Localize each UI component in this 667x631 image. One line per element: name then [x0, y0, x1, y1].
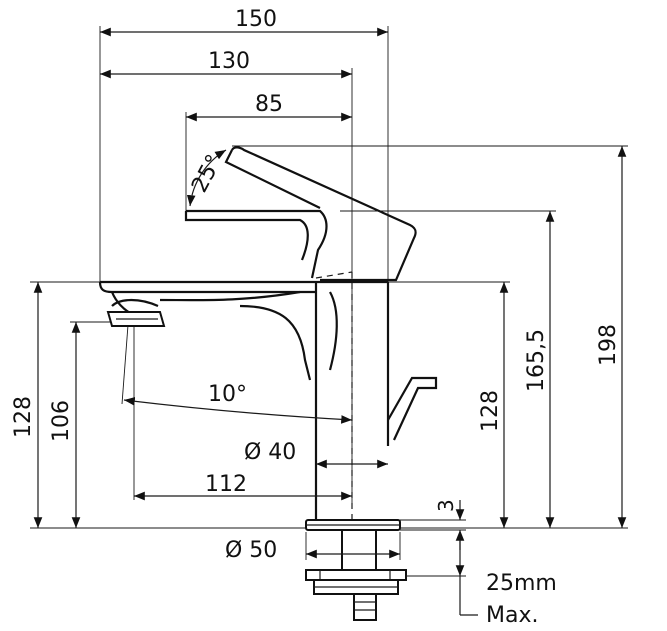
label-diameter-body: Ø 40: [244, 440, 296, 465]
dimension-lines: [33, 27, 627, 616]
label-overall-width: 150: [235, 7, 277, 32]
extension-lines: [30, 26, 628, 529]
label-spout-projection: 112: [205, 472, 247, 497]
label-height-center: 128: [478, 390, 503, 432]
label-counter-max-line2: Max.: [486, 603, 538, 628]
label-base-diameter: Ø 50: [225, 538, 277, 563]
label-spout-height: 106: [49, 400, 74, 442]
label-handle-height: 165,5: [524, 329, 549, 392]
label-gasket-thickness: 3: [434, 499, 458, 512]
label-height-left: 128: [11, 396, 36, 438]
label-handle-length: 85: [255, 92, 283, 117]
faucet-body: [98, 146, 438, 621]
label-spout-reach: 130: [208, 49, 250, 74]
label-spout-angle: 10°: [208, 382, 247, 407]
dimension-labels: 150 130 85 25° 10° Ø 40 112 Ø 50 128 106…: [11, 7, 621, 628]
label-counter-max-line1: 25mm: [486, 571, 557, 596]
label-overall-height: 198: [596, 324, 621, 366]
